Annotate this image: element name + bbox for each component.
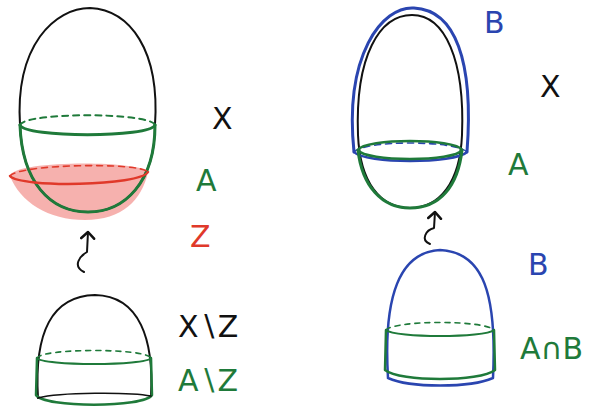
space-name: X bbox=[540, 72, 561, 102]
subset-z-rim-back bbox=[10, 166, 148, 176]
subset-a bbox=[358, 150, 462, 208]
space-x bbox=[358, 15, 463, 208]
subset-z-rim bbox=[10, 172, 148, 184]
subset-b bbox=[352, 8, 468, 152]
subset-name: A∖Z bbox=[178, 366, 238, 396]
band-back bbox=[386, 323, 494, 331]
subset-name: A bbox=[508, 150, 529, 180]
band-back bbox=[37, 351, 151, 359]
space-x bbox=[20, 8, 156, 212]
inclusion-arrow bbox=[78, 232, 88, 272]
subset-name: B bbox=[484, 8, 505, 38]
subset-a-rim bbox=[358, 141, 462, 159]
space-x-minus-z bbox=[37, 295, 151, 398]
space-name: X∖Z bbox=[178, 312, 238, 342]
subset-a-rim-back bbox=[20, 115, 155, 125]
subset-a-rim bbox=[20, 125, 155, 135]
subset-name: A bbox=[196, 166, 217, 196]
band-bottom bbox=[385, 330, 495, 379]
band-front bbox=[386, 330, 494, 336]
band-bottom bbox=[36, 358, 152, 405]
bottom-rim bbox=[38, 393, 151, 398]
space-name: X bbox=[212, 104, 233, 134]
subset-name: Z bbox=[190, 222, 211, 252]
subset-name: A∩B bbox=[520, 334, 583, 364]
space-name: B bbox=[528, 250, 549, 280]
inclusion-arrow bbox=[425, 212, 435, 244]
band-front bbox=[37, 358, 151, 364]
space-b bbox=[387, 250, 494, 386]
